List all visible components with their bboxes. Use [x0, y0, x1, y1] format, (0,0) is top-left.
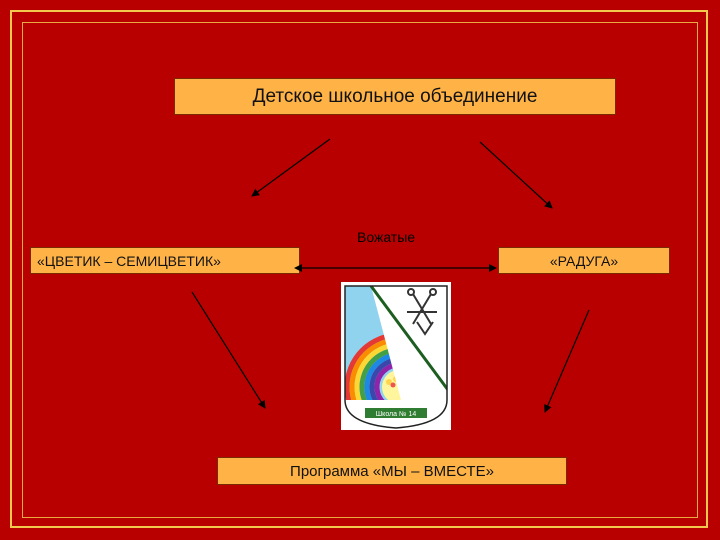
arrow-left-to-bottom — [191, 291, 266, 409]
emblem-ribbon — [365, 408, 427, 418]
node-program-my-vmeste-label: Программа «МЫ – ВМЕСТЕ» — [290, 462, 494, 480]
arrow-right-to-bottom — [544, 309, 590, 413]
node-school-association: Детское школьное объединение — [174, 78, 616, 115]
node-school-association-label: Детское школьное объединение — [252, 85, 538, 107]
connector-label-vozhatye: Вожатые — [357, 229, 416, 245]
arrow-top-to-left — [251, 138, 331, 197]
decorative-frame-inner — [22, 22, 698, 518]
node-raduga: «РАДУГА» — [498, 247, 670, 274]
node-tsvetik-semitsvetik: «ЦВЕТИК – СЕМИЦВЕТИК» — [30, 247, 300, 274]
node-tsvetik-semitsvetik-label: «ЦВЕТИК – СЕМИЦВЕТИК» — [37, 252, 221, 269]
arrow-top-to-right — [479, 141, 553, 209]
node-raduga-label: «РАДУГА» — [549, 252, 619, 269]
decorative-frame-outer — [10, 10, 708, 528]
school-emblem: Школа № 14 — [341, 282, 451, 430]
emblem-ribbon-text: Школа № 14 — [376, 411, 417, 418]
node-program-my-vmeste: Программа «МЫ – ВМЕСТЕ» — [217, 457, 567, 485]
